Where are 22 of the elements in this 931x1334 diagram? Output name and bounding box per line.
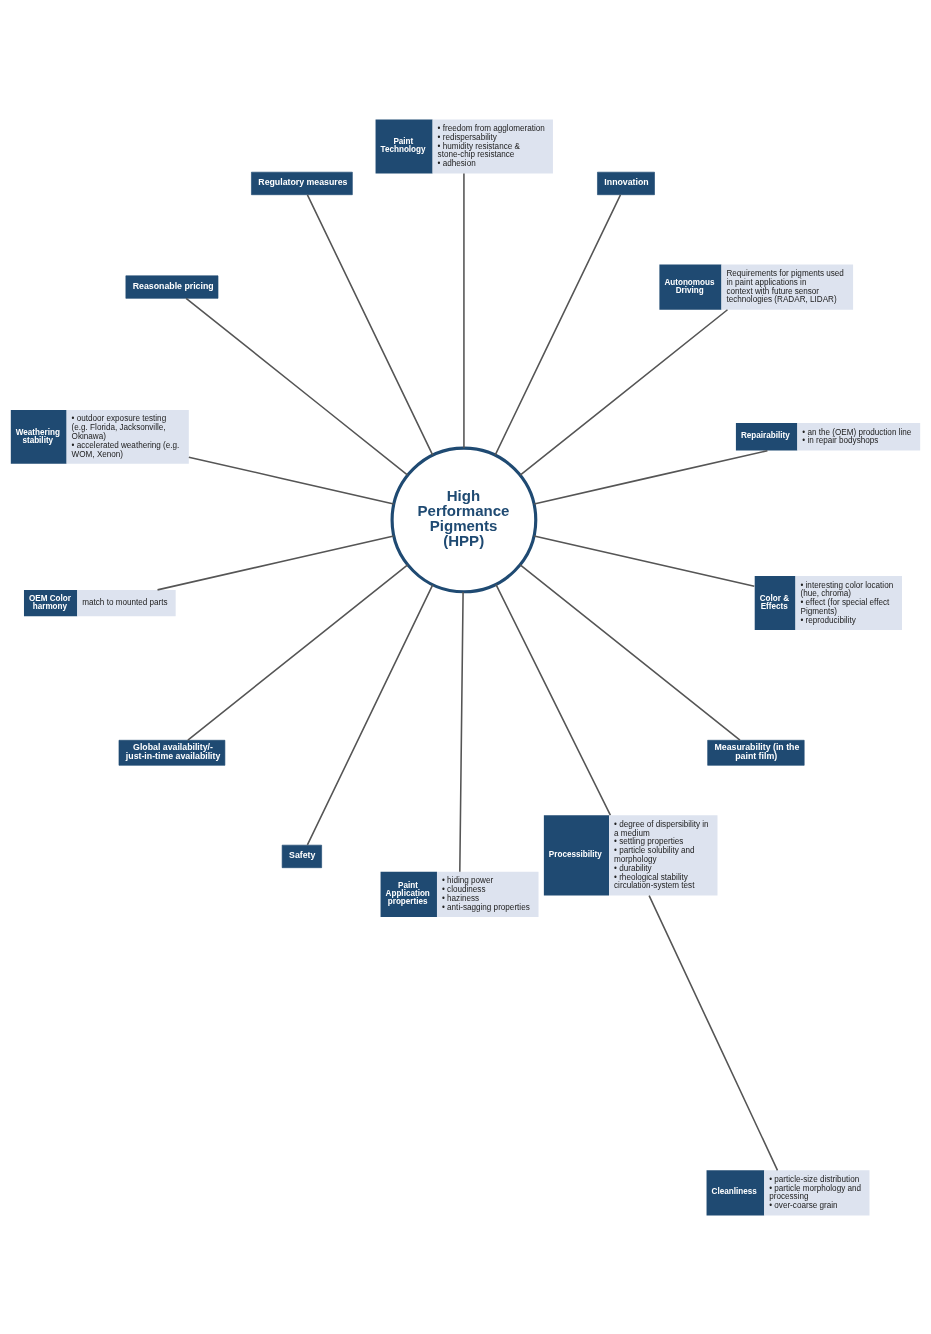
node-box: Global availability/- just-in-time availability bbox=[118, 739, 226, 766]
connector bbox=[495, 583, 612, 816]
node-box: Reasonable pricing bbox=[125, 275, 219, 299]
connector bbox=[648, 894, 779, 1171]
connector bbox=[306, 193, 434, 456]
connector bbox=[156, 534, 395, 591]
node-box: Safety bbox=[281, 844, 322, 868]
connector bbox=[533, 449, 769, 505]
connector bbox=[306, 583, 434, 846]
connector bbox=[459, 590, 464, 873]
connector bbox=[519, 308, 729, 476]
node-box: Innovation bbox=[597, 171, 655, 195]
connector bbox=[188, 455, 395, 505]
node-circle: High Performance Pigments (HPP) bbox=[390, 446, 538, 593]
connector bbox=[519, 563, 741, 741]
connector bbox=[463, 172, 465, 449]
node-box: Regulatory measures bbox=[251, 171, 353, 195]
node-box: Measurability (in the paint film) bbox=[707, 739, 805, 766]
connector bbox=[185, 297, 409, 476]
connector bbox=[494, 193, 622, 456]
connector bbox=[187, 563, 409, 741]
connector bbox=[533, 534, 756, 587]
